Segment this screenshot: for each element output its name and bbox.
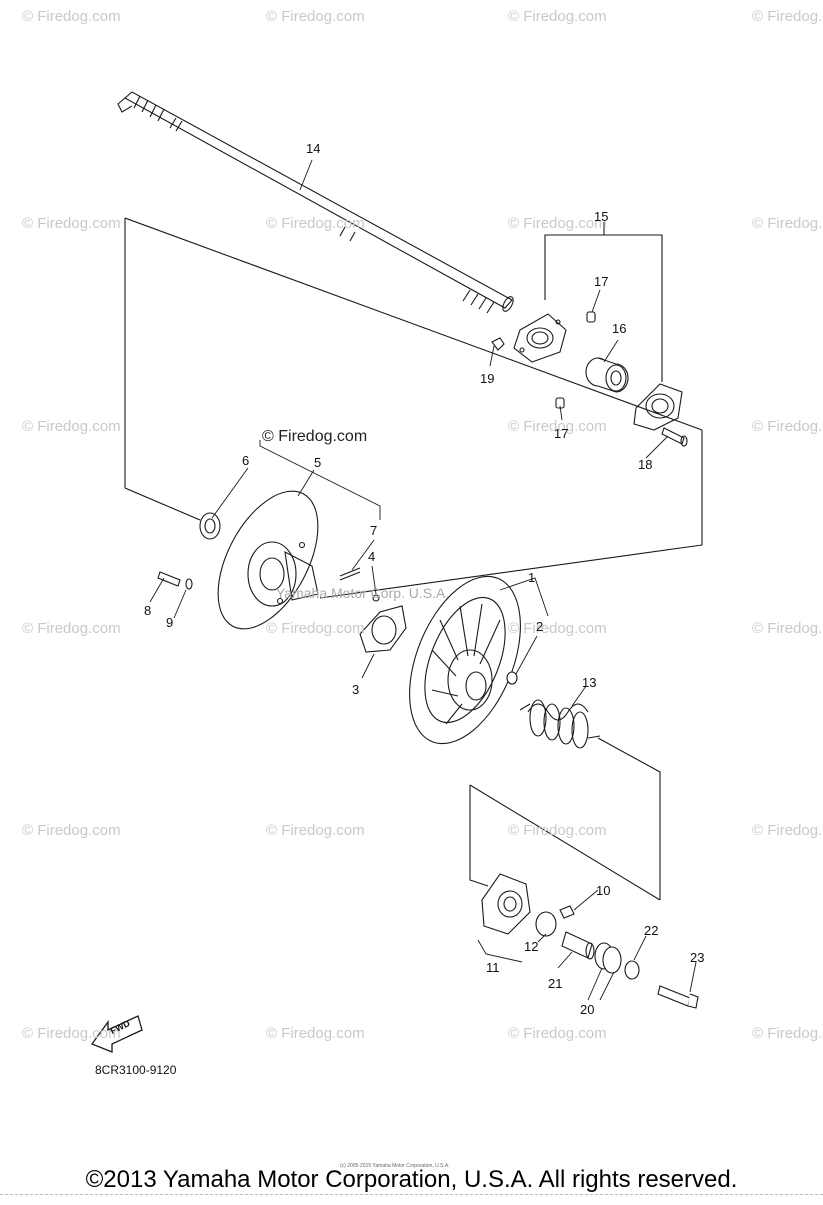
callout-8: 8 [144, 603, 152, 618]
callout-22: 22 [644, 923, 659, 938]
watermark: © Firedog.com [22, 1025, 121, 1042]
fwd-arrow-icon [90, 1015, 143, 1053]
watermark: © Firedog.com [22, 418, 121, 435]
watermark: © Firedog.com [22, 215, 121, 232]
movable-sheave [409, 575, 521, 745]
cap-part [481, 873, 531, 935]
callout-17: 17 [554, 426, 569, 441]
alignment-lines [124, 217, 703, 599]
watermark: © Firedog.com [266, 1025, 365, 1042]
spring-part [519, 699, 601, 749]
watermark: © Firedog.com [752, 215, 823, 232]
watermark: © Firedog.com [22, 822, 121, 839]
watermark: © Firedog.com [508, 215, 607, 232]
diagram-code: 8CR3100-9120 [95, 1063, 177, 1077]
callout-7: 7 [370, 523, 378, 538]
callout-14: 14 [306, 141, 321, 156]
watermark: © Firedog.com [752, 418, 823, 435]
callout-12: 12 [524, 939, 539, 954]
bolt-and-washer [157, 571, 193, 590]
watermark: © Firedog.com [266, 8, 365, 25]
watermark: © Firedog.com [752, 620, 823, 637]
callout-15: 15 [594, 209, 609, 224]
fixed-sheave [217, 490, 319, 630]
callout-20: 20 [580, 1002, 595, 1017]
watermark: © Firedog.com [752, 822, 823, 839]
watermark: © Firedog.com [752, 8, 823, 25]
callout-4: 4 [368, 549, 376, 564]
fine-print: (c) 2005-2015 Yamaha Motor Corporation, … [340, 1163, 450, 1169]
lower-alignment-box [469, 737, 661, 901]
watermark: © Firedog.com [508, 8, 607, 25]
bearing-housing-right [633, 383, 683, 431]
callout-13: 13 [582, 675, 597, 690]
watermark: © Firedog.com [266, 620, 365, 637]
callout-17: 17 [594, 274, 609, 289]
watermark: © Firedog.com [22, 620, 121, 637]
bearing-housing-left [513, 313, 567, 363]
watermark: © Firedog.com [508, 1025, 607, 1042]
copyright-notice: ©2013 Yamaha Motor Corporation, U.S.A. A… [85, 1166, 738, 1193]
watermark: © Firedog.com [266, 215, 365, 232]
firedog-brand-label: © Firedog.com [262, 428, 368, 445]
screw-part [506, 671, 518, 685]
leader-lines [149, 159, 697, 1001]
watermark: © Firedog.com [266, 822, 365, 839]
watermark: © Firedog.com [508, 418, 607, 435]
callout-5: 5 [314, 455, 322, 470]
callout-11: 11 [486, 960, 500, 975]
watermark: © Firedog.com [508, 620, 607, 637]
callout-9: 9 [166, 615, 174, 630]
roller-and-washer [594, 942, 640, 980]
callout-6: 6 [242, 453, 250, 468]
callout-19: 19 [480, 371, 495, 386]
assembly-bracket-15 [544, 222, 663, 382]
gasket-part [359, 605, 407, 653]
small-hardware [491, 311, 688, 447]
pins [339, 567, 380, 602]
bolt-23 [657, 985, 699, 1009]
callout-10: 10 [596, 883, 611, 898]
callout-23: 23 [690, 950, 705, 965]
callout-18: 18 [638, 457, 653, 472]
bearing-part [585, 357, 629, 393]
watermark: © Firedog.com [752, 1025, 823, 1042]
watermark: © Firedog.com [22, 8, 121, 25]
callout-21: 21 [548, 976, 563, 991]
manufacturer-watermark: Yamaha Motor Corp. U.S.A. [276, 585, 450, 601]
shaft-part [117, 91, 514, 314]
bottom-strip [0, 1194, 823, 1201]
seal-part [199, 512, 221, 540]
watermark: © Firedog.com [508, 822, 607, 839]
callout-2: 2 [536, 619, 544, 634]
collar-part [561, 931, 595, 960]
callout-1: 1 [528, 570, 536, 585]
callout-16: 16 [612, 321, 627, 336]
bushing-and-nut [535, 905, 575, 937]
callout-3: 3 [352, 682, 360, 697]
